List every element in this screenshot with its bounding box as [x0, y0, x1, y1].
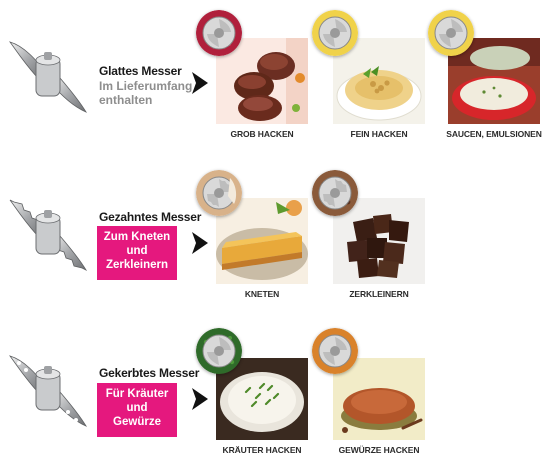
blade-disc-icon: [428, 10, 474, 56]
blade-notched-icon: [6, 350, 90, 432]
blade-disc-icon: [312, 170, 358, 216]
photo-fine-chop: [333, 38, 425, 124]
blade-disc-icon: [196, 328, 242, 374]
photo-spices: [333, 358, 425, 440]
caption: GEWÜRZE HACKEN: [338, 445, 420, 455]
blade-smooth-icon: [6, 36, 90, 118]
blade-title: Gezahntes Messer: [99, 210, 202, 224]
arrow-right-icon: [190, 70, 210, 101]
blade-serrated-icon: [6, 194, 90, 276]
caption: SAUCEN, EMULSIONEN: [446, 129, 542, 139]
caption: KNETEN: [244, 289, 280, 299]
caption: GROB HACKEN: [230, 129, 294, 139]
blade-disc-icon: [312, 328, 358, 374]
arrow-right-icon: [190, 230, 210, 261]
photo-crushing: [333, 198, 425, 284]
blade-disc-icon: [196, 10, 242, 56]
blade-disc-icon: [312, 10, 358, 56]
caption: FEIN HACKEN: [350, 129, 408, 139]
usage-badge: Zum Kneten und Zerkleinern: [97, 226, 177, 280]
blade-disc-icon: [196, 170, 242, 216]
caption: ZERKLEINERN: [349, 289, 409, 299]
caption: KRÄUTER HACKEN: [222, 445, 302, 455]
row-serrated-blade: Gezahntes Messer Zum Kneten und Zerklein…: [0, 150, 550, 300]
usage-badge: Für Kräuter und Gewürze: [97, 383, 177, 437]
blade-title: Glattes Messer: [99, 64, 182, 78]
row-smooth-blade: Glattes Messer Im Lieferumfang enthalten: [0, 0, 550, 150]
blade-title: Gekerbtes Messer: [99, 366, 200, 380]
included-note: Im Lieferumfang enthalten: [99, 79, 193, 107]
arrow-right-icon: [190, 386, 210, 417]
row-notched-blade: Gekerbtes Messer Für Kräuter und Gewürze…: [0, 300, 550, 462]
photo-herbs: [216, 358, 308, 440]
